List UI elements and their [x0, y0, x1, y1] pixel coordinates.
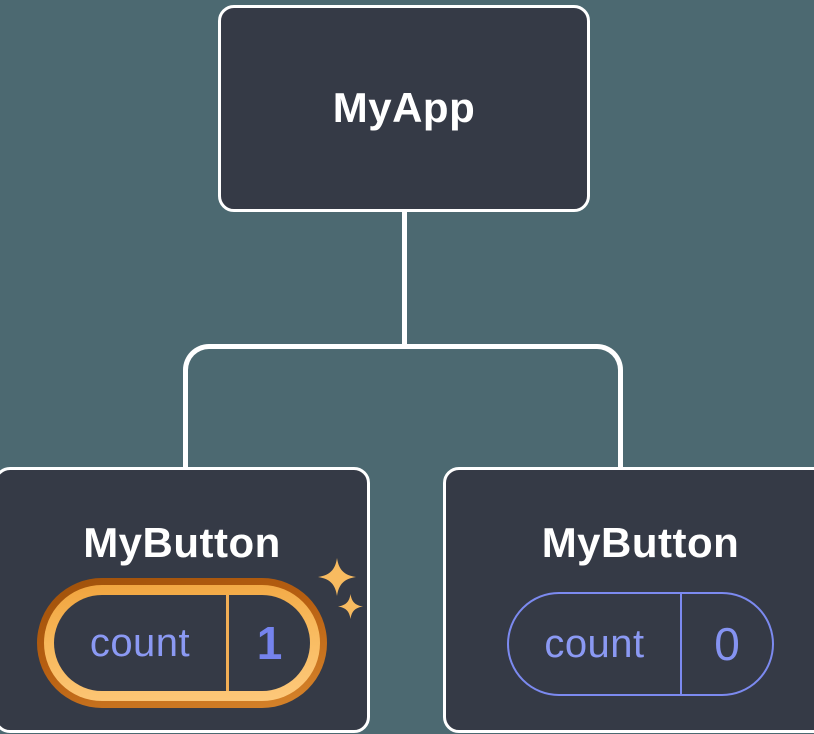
connector-root-to-branch: [402, 211, 407, 347]
node-title: MyButton: [83, 519, 281, 566]
sparkle-icon: [338, 594, 363, 619]
state-value: 0: [714, 618, 740, 671]
state-value: 1: [256, 617, 283, 670]
state-value-cell: 1: [229, 595, 310, 691]
state-value-cell: 0: [682, 594, 772, 694]
state-pill-divider: [680, 594, 682, 695]
tree-node-mybutton-right: MyButton count 0: [443, 467, 814, 733]
node-title: MyButton: [541, 519, 740, 566]
sparkle-icon: [318, 558, 356, 596]
connector-branch: [183, 344, 623, 470]
state-key-cell: count: [54, 595, 226, 691]
state-pill-highlight-band: count 1: [44, 585, 320, 702]
state-pill-divider: [226, 595, 229, 692]
tree-node-mybutton-left: MyButton count 1: [0, 467, 370, 733]
state-key-cell: count: [509, 594, 680, 694]
state-pill: count 0: [507, 592, 774, 697]
state-key-label: count: [89, 620, 191, 665]
state-key-label: count: [544, 621, 645, 666]
node-title: MyApp: [332, 84, 476, 132]
state-pill: count 1: [54, 595, 310, 692]
tree-node-myapp: MyApp: [218, 5, 590, 212]
state-pill-highlight-ring: count 1: [37, 578, 327, 709]
